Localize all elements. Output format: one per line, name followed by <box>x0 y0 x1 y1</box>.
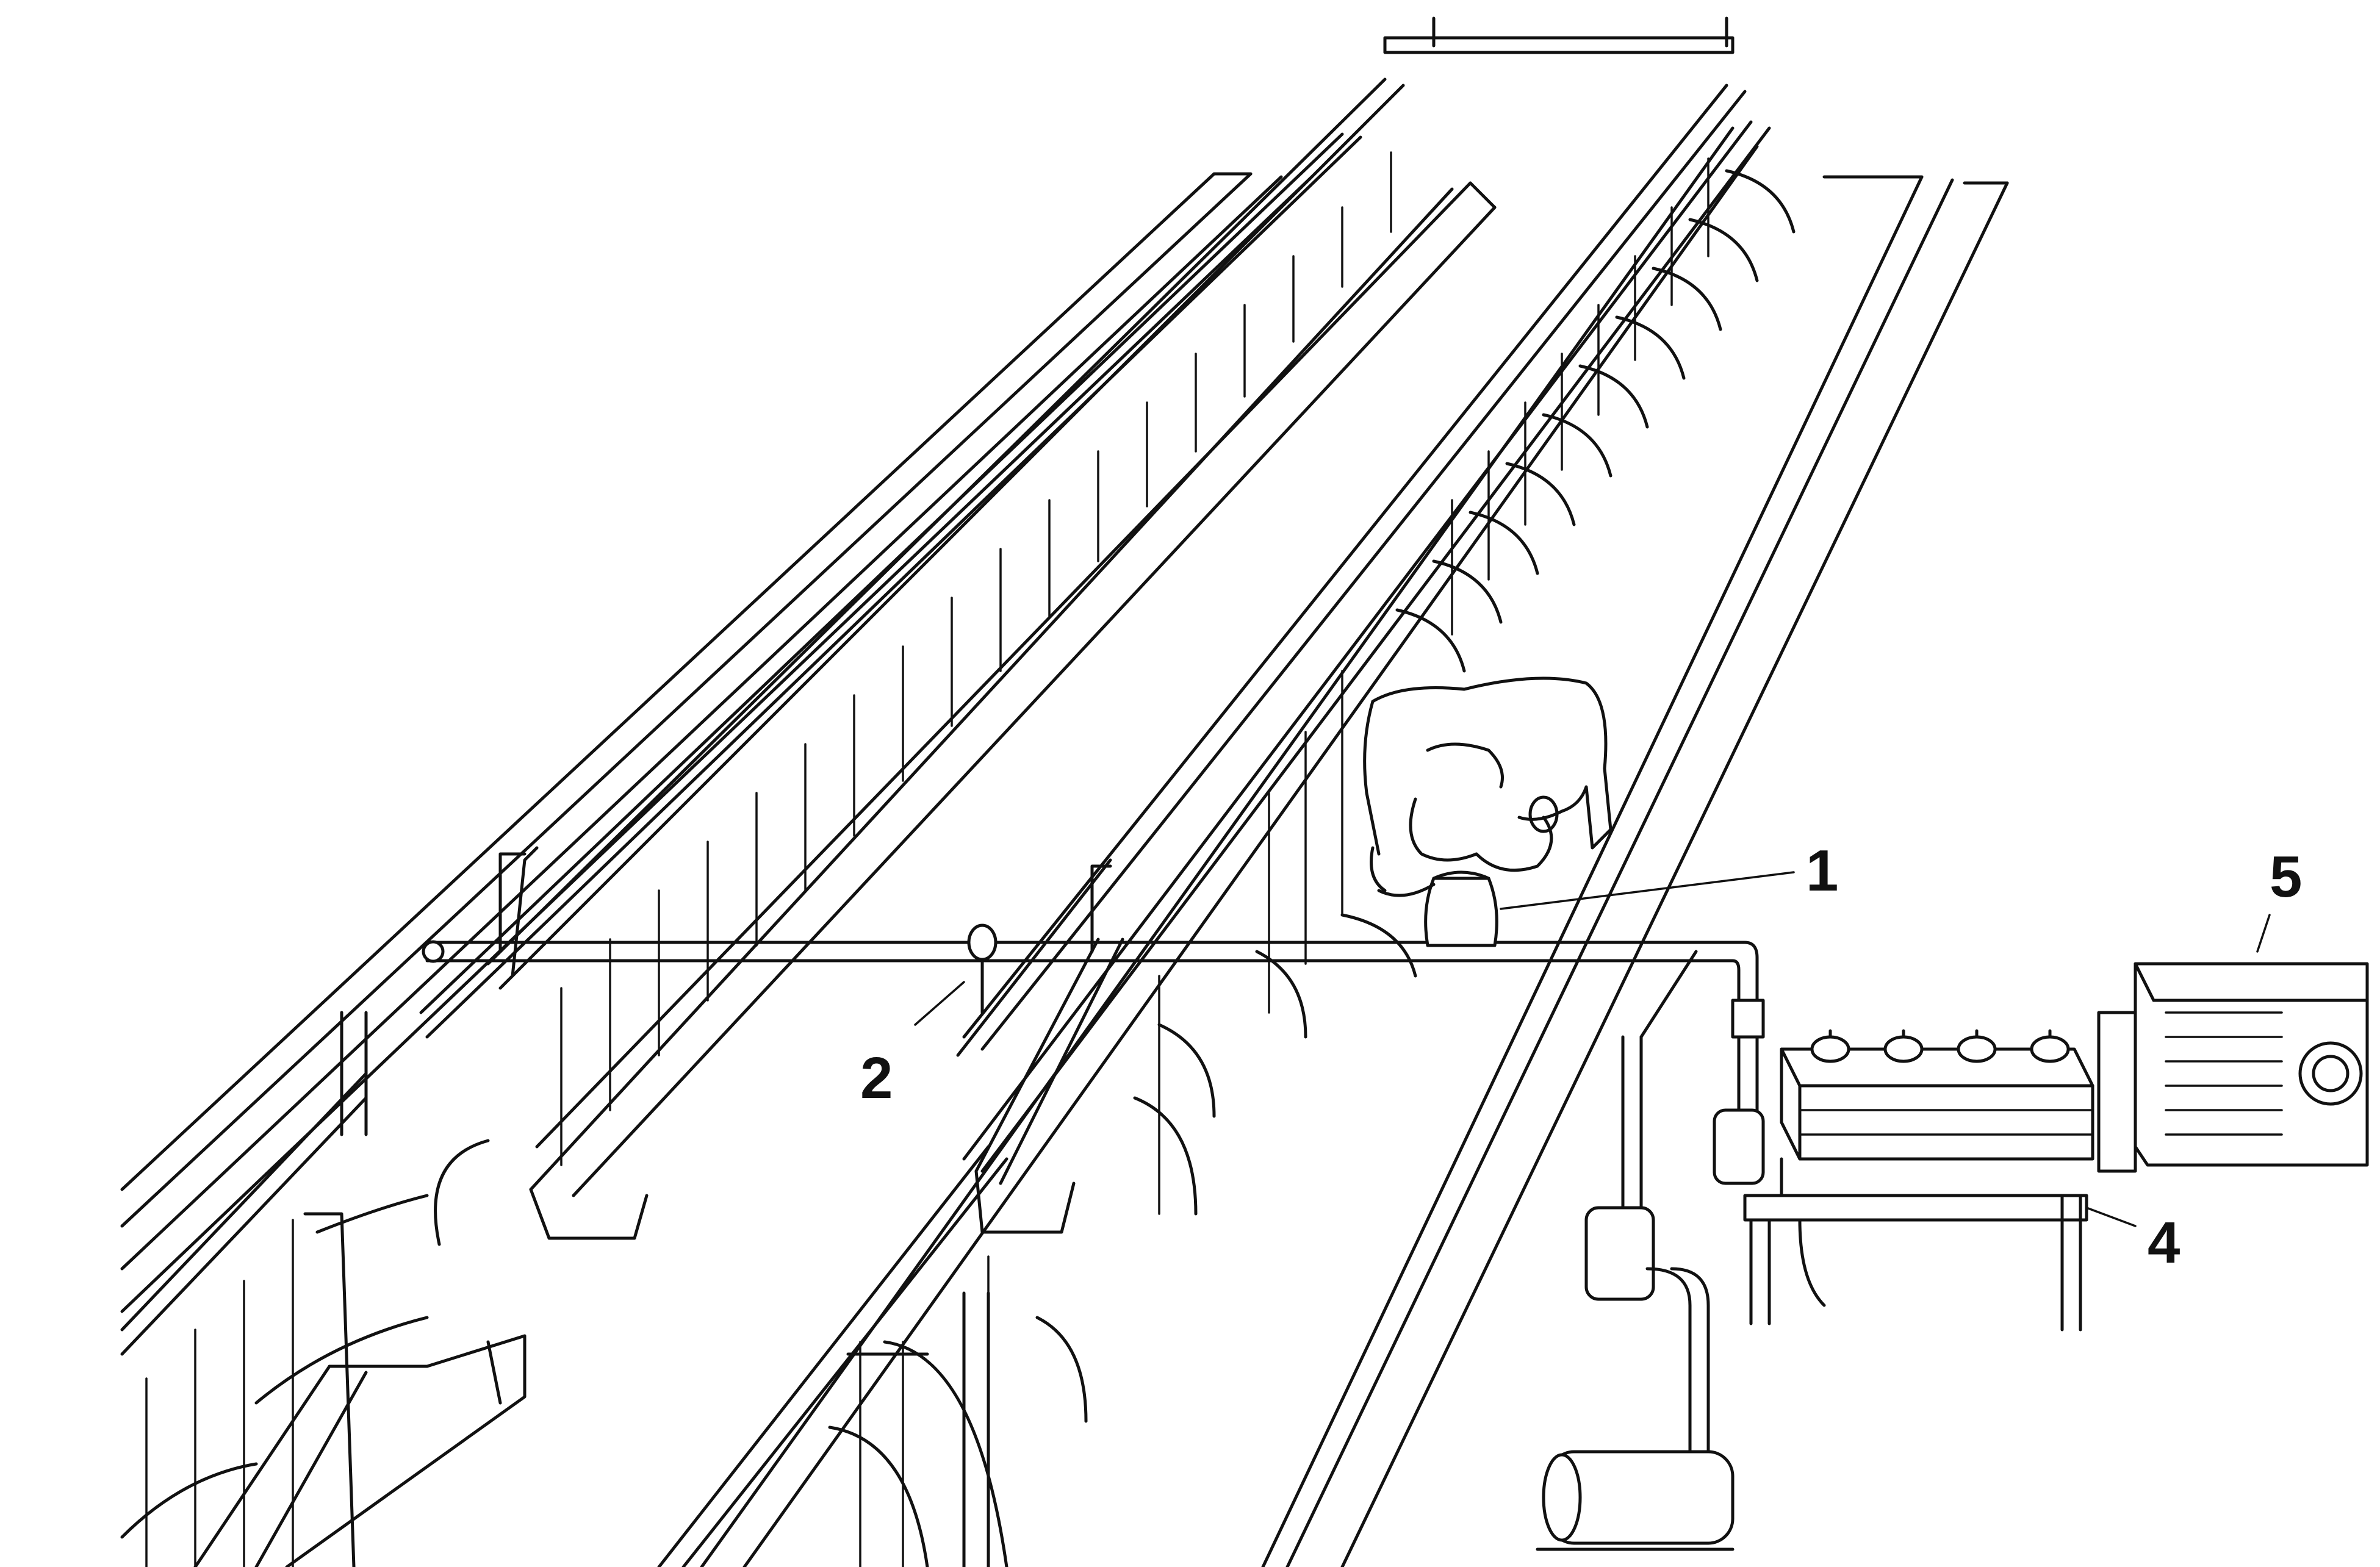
center-feed-trough <box>974 938 1124 1234</box>
pump-motor <box>1536 1450 1735 1551</box>
vacuum-gauge <box>967 923 998 1014</box>
milk-receiver <box>1713 999 1765 1185</box>
center-stall-posts <box>987 157 1710 1422</box>
milking-unit <box>1377 870 1498 947</box>
center-stall-arcs <box>1035 169 1796 1423</box>
left-feed-trough <box>529 181 1497 1240</box>
callout-5: 5 <box>2270 844 2302 909</box>
cow <box>1363 676 1612 892</box>
cooling-tank <box>1743 1029 2094 1332</box>
callout-4: 4 <box>2148 1210 2180 1275</box>
refrigeration-unit <box>2097 962 2369 1173</box>
vacuum-pump <box>1584 950 1710 1460</box>
pipe-supports <box>498 846 1112 1057</box>
front-center-stalls <box>657 1145 1008 1567</box>
left-wall-rail <box>120 172 1314 1313</box>
front-left-stalls <box>120 1011 490 1567</box>
callout-2: 2 <box>860 1045 893 1111</box>
left-stall-rails <box>419 77 1405 1039</box>
leader-lines <box>914 871 2271 1227</box>
far-end-frame <box>1383 16 1735 54</box>
front-left-trough <box>193 1334 527 1567</box>
left-stall-posts <box>560 151 1392 1166</box>
milk-line-pipe <box>422 940 1759 1002</box>
right-walkway <box>1261 175 2009 1567</box>
callout-1: 1 <box>1806 838 1838 903</box>
